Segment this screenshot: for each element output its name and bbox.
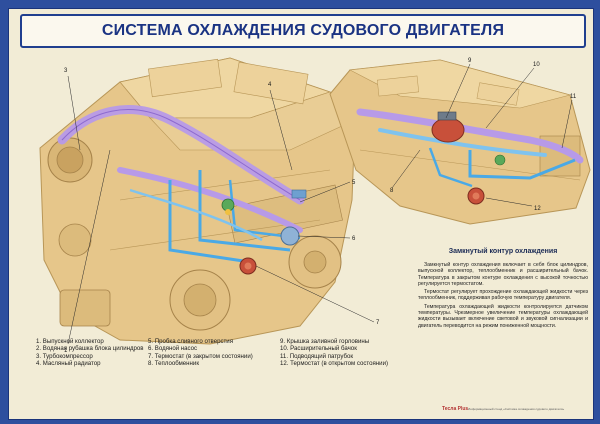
legend-column-1: 1. Выпускной коллектор 2. Водяная рубашк…	[36, 338, 144, 368]
callout-12: 12	[534, 206, 541, 212]
engine-main	[39, 57, 356, 345]
coolant-circuit-right	[356, 108, 584, 205]
legend-item: 11. Подводящий патрубок	[280, 352, 354, 360]
legend-item: 2. Водяная рубашка блока цилиндров	[36, 345, 144, 353]
title-bar: СИСТЕМА ОХЛАЖДЕНИЯ СУДОВОГО ДВИГАТЕЛЯ	[20, 14, 586, 48]
callout-1: 1	[64, 348, 68, 354]
closed-circuit-caption: Замкнутый контур охлаждения	[448, 248, 558, 255]
closed-circuit-description: Замкнутый контур охлаждения включает в с…	[418, 262, 588, 331]
legend-item: 7. Термостат (в закрытом состоянии)	[148, 352, 253, 360]
callout-9: 9	[468, 58, 472, 64]
legend-item: 1. Выпускной коллектор	[36, 338, 104, 345]
callout-7: 7	[376, 320, 380, 326]
brand-logo: Тесла Plus	[442, 406, 469, 412]
legend-item: 4. Масляный радиатор	[36, 360, 101, 368]
leader-lines	[67, 63, 573, 345]
callout-11: 11	[570, 94, 577, 100]
callout-3: 3	[64, 68, 68, 74]
callout-4: 4	[268, 82, 272, 88]
legend-item: 10. Расширительный бачок	[280, 345, 357, 353]
legend-item: 6. Водяной насос	[148, 345, 198, 353]
legend-item: 8. Теплообменник	[148, 360, 199, 368]
description-paragraph: Термостат регулирует прохождение охлажда…	[418, 289, 588, 302]
legend-column-3: 9. Крышка заливной горловины 10. Расшири…	[280, 338, 388, 368]
coolant-circuit-left	[57, 105, 307, 275]
footer-note: Информационный стенд «Система охлаждения…	[468, 407, 565, 411]
callout-6: 6	[352, 236, 356, 242]
callout-5: 5	[352, 180, 356, 186]
description-paragraph: Замкнутый контур охлаждения включает в с…	[418, 262, 588, 287]
legend-item: 5. Пробка сливного отверстия	[148, 338, 234, 345]
callout-10: 10	[533, 62, 540, 68]
description-paragraph: Температура охлаждающей жидкости контрол…	[418, 303, 588, 329]
legend-item: 9. Крышка заливной горловины	[280, 338, 370, 345]
page-title: СИСТЕМА ОХЛАЖДЕНИЯ СУДОВОГО ДВИГАТЕЛЯ	[101, 22, 505, 39]
legend-item: 3. Турбокомпрессор	[36, 352, 93, 360]
legend-column-2: 5. Пробка сливного отверстия 6. Водяной …	[148, 338, 253, 368]
legend-item: 12. Термостат (в открытом состоянии)	[280, 360, 389, 368]
callout-8: 8	[390, 188, 394, 194]
